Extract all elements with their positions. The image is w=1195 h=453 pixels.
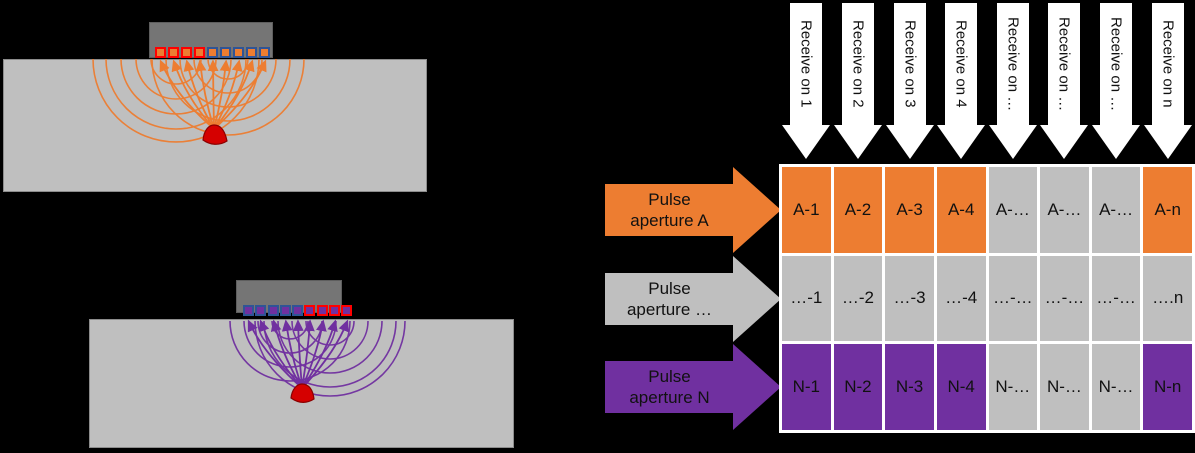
receive-arrow-4: Receive on 4 (937, 3, 985, 159)
matrix-cell-…-1: …-1 (782, 255, 831, 342)
array-element-9 (259, 47, 270, 58)
pulse-arrow-label-line2: aperture … (626, 300, 713, 319)
aperture-element-2 (168, 47, 179, 58)
matrix-cell-N-3: N-3 (885, 344, 934, 430)
receive-arrow-label: Receive on … (1107, 16, 1125, 112)
array-element-3 (268, 305, 279, 316)
receive-arrow-label: Receive on … (1055, 16, 1073, 112)
receive-arrow-shaft: Receive on 2 (842, 3, 874, 125)
receive-arrow-label: Receive on 1 (797, 20, 815, 108)
receive-arrow-shaft: Receive on n (1152, 3, 1184, 125)
array-element-7 (233, 47, 244, 58)
matrix-cell-N-6: N-… (1040, 344, 1089, 430)
matrix-cell-A-4: A-4 (936, 167, 986, 253)
matrix-cell-A-5: A-… (988, 167, 1038, 253)
arrow-down-icon (1040, 125, 1088, 159)
matrix-cell-A-6: A-… (1040, 167, 1089, 253)
arrow-down-icon (782, 125, 830, 159)
receive-arrow-shaft: Receive on … (1048, 3, 1080, 125)
arrow-down-icon (834, 125, 882, 159)
aperture-element-9 (341, 305, 352, 316)
pulse-aperture-arrow-1: Pulse aperture A (605, 167, 781, 253)
array-element-2 (255, 305, 266, 316)
receive-arrow-3: Receive on 3 (886, 3, 934, 159)
arrow-right-icon (733, 344, 781, 430)
matrix-cell-N-8: N-n (1143, 344, 1192, 430)
matrix-cell-N-2: N-2 (833, 344, 883, 430)
arrow-right-icon (733, 167, 781, 253)
receive-arrow-2: Receive on 2 (834, 3, 882, 159)
matrix-cell-…-4: …-4 (936, 255, 986, 342)
receive-arrow-shaft: Receive on 3 (894, 3, 926, 125)
pulse-aperture-arrow-2: Pulse aperture … (605, 256, 781, 342)
receive-arrow-label: Receive on … (1004, 16, 1022, 112)
arrow-down-icon (886, 125, 934, 159)
arrow-down-icon (989, 125, 1037, 159)
matrix-cell-…-2: …-2 (833, 255, 883, 342)
arrow-down-icon (1092, 125, 1140, 159)
pulse-arrow-label-line2: aperture N (629, 388, 710, 407)
aperture-element-6 (304, 305, 315, 316)
receive-arrow-label: Receive on 4 (952, 20, 970, 108)
arrow-down-icon (937, 125, 985, 159)
arrow-down-icon (1144, 125, 1192, 159)
arrow-right-icon (733, 256, 781, 342)
array-element-5 (292, 305, 303, 316)
test-block-bottom (89, 319, 514, 448)
matrix-cell-…-5: …-… (988, 255, 1038, 342)
pulse-aperture-arrow-3: Pulse aperture N (605, 344, 781, 430)
aperture-element-8 (329, 305, 340, 316)
matrix-cell-A-1: A-1 (782, 167, 831, 253)
pulse-arrow-label-line2: aperture A (630, 211, 709, 230)
receive-arrow-6: Receive on … (1040, 3, 1088, 159)
receive-arrow-label: Receive on n (1159, 20, 1177, 108)
pulse-arrow-label-line1: Pulse (648, 189, 691, 209)
pulse-arrow-body: Pulse aperture A (605, 184, 734, 236)
array-element-6 (220, 47, 231, 58)
pulse-arrow-body: Pulse aperture … (605, 273, 734, 325)
matrix-cell-A-3: A-3 (885, 167, 934, 253)
receive-arrow-8: Receive on n (1144, 3, 1192, 159)
pulse-arrow-label-line1: Pulse (648, 278, 691, 298)
matrix-cell-A-2: A-2 (833, 167, 883, 253)
array-element-5 (207, 47, 218, 58)
receive-arrow-shaft: Receive on … (997, 3, 1029, 125)
receive-arrow-shaft: Receive on 1 (790, 3, 822, 125)
array-element-4 (280, 305, 291, 316)
matrix-cell-N-4: N-4 (936, 344, 986, 430)
matrix-cell-…-7: …-… (1091, 255, 1141, 342)
receive-arrow-7: Receive on … (1092, 3, 1140, 159)
receive-arrow-shaft: Receive on 4 (945, 3, 977, 125)
pulse-arrow-body: Pulse aperture N (605, 361, 734, 413)
matrix-cell-…-8: ….n (1143, 255, 1192, 342)
matrix-cell-N-7: N-… (1091, 344, 1141, 430)
aperture-element-7 (317, 305, 328, 316)
matrix-cell-A-7: A-… (1091, 167, 1141, 253)
receive-arrow-label: Receive on 2 (849, 20, 867, 108)
array-element-1 (243, 305, 254, 316)
receive-arrow-label: Receive on 3 (901, 20, 919, 108)
matrix-cell-…-6: …-… (1040, 255, 1089, 342)
aperture-element-3 (181, 47, 192, 58)
aperture-element-1 (155, 47, 166, 58)
matrix-cell-…-3: …-3 (885, 255, 934, 342)
receive-arrow-1: Receive on 1 (782, 3, 830, 159)
test-block-top (3, 59, 427, 192)
pulse-arrow-label-line1: Pulse (648, 366, 691, 386)
array-element-8 (246, 47, 257, 58)
receive-arrow-5: Receive on … (989, 3, 1037, 159)
aperture-element-4 (194, 47, 205, 58)
matrix-cell-N-1: N-1 (782, 344, 831, 430)
receive-arrow-shaft: Receive on … (1100, 3, 1132, 125)
matrix-cell-A-8: A-n (1143, 167, 1192, 253)
matrix-cell-N-5: N-… (988, 344, 1038, 430)
